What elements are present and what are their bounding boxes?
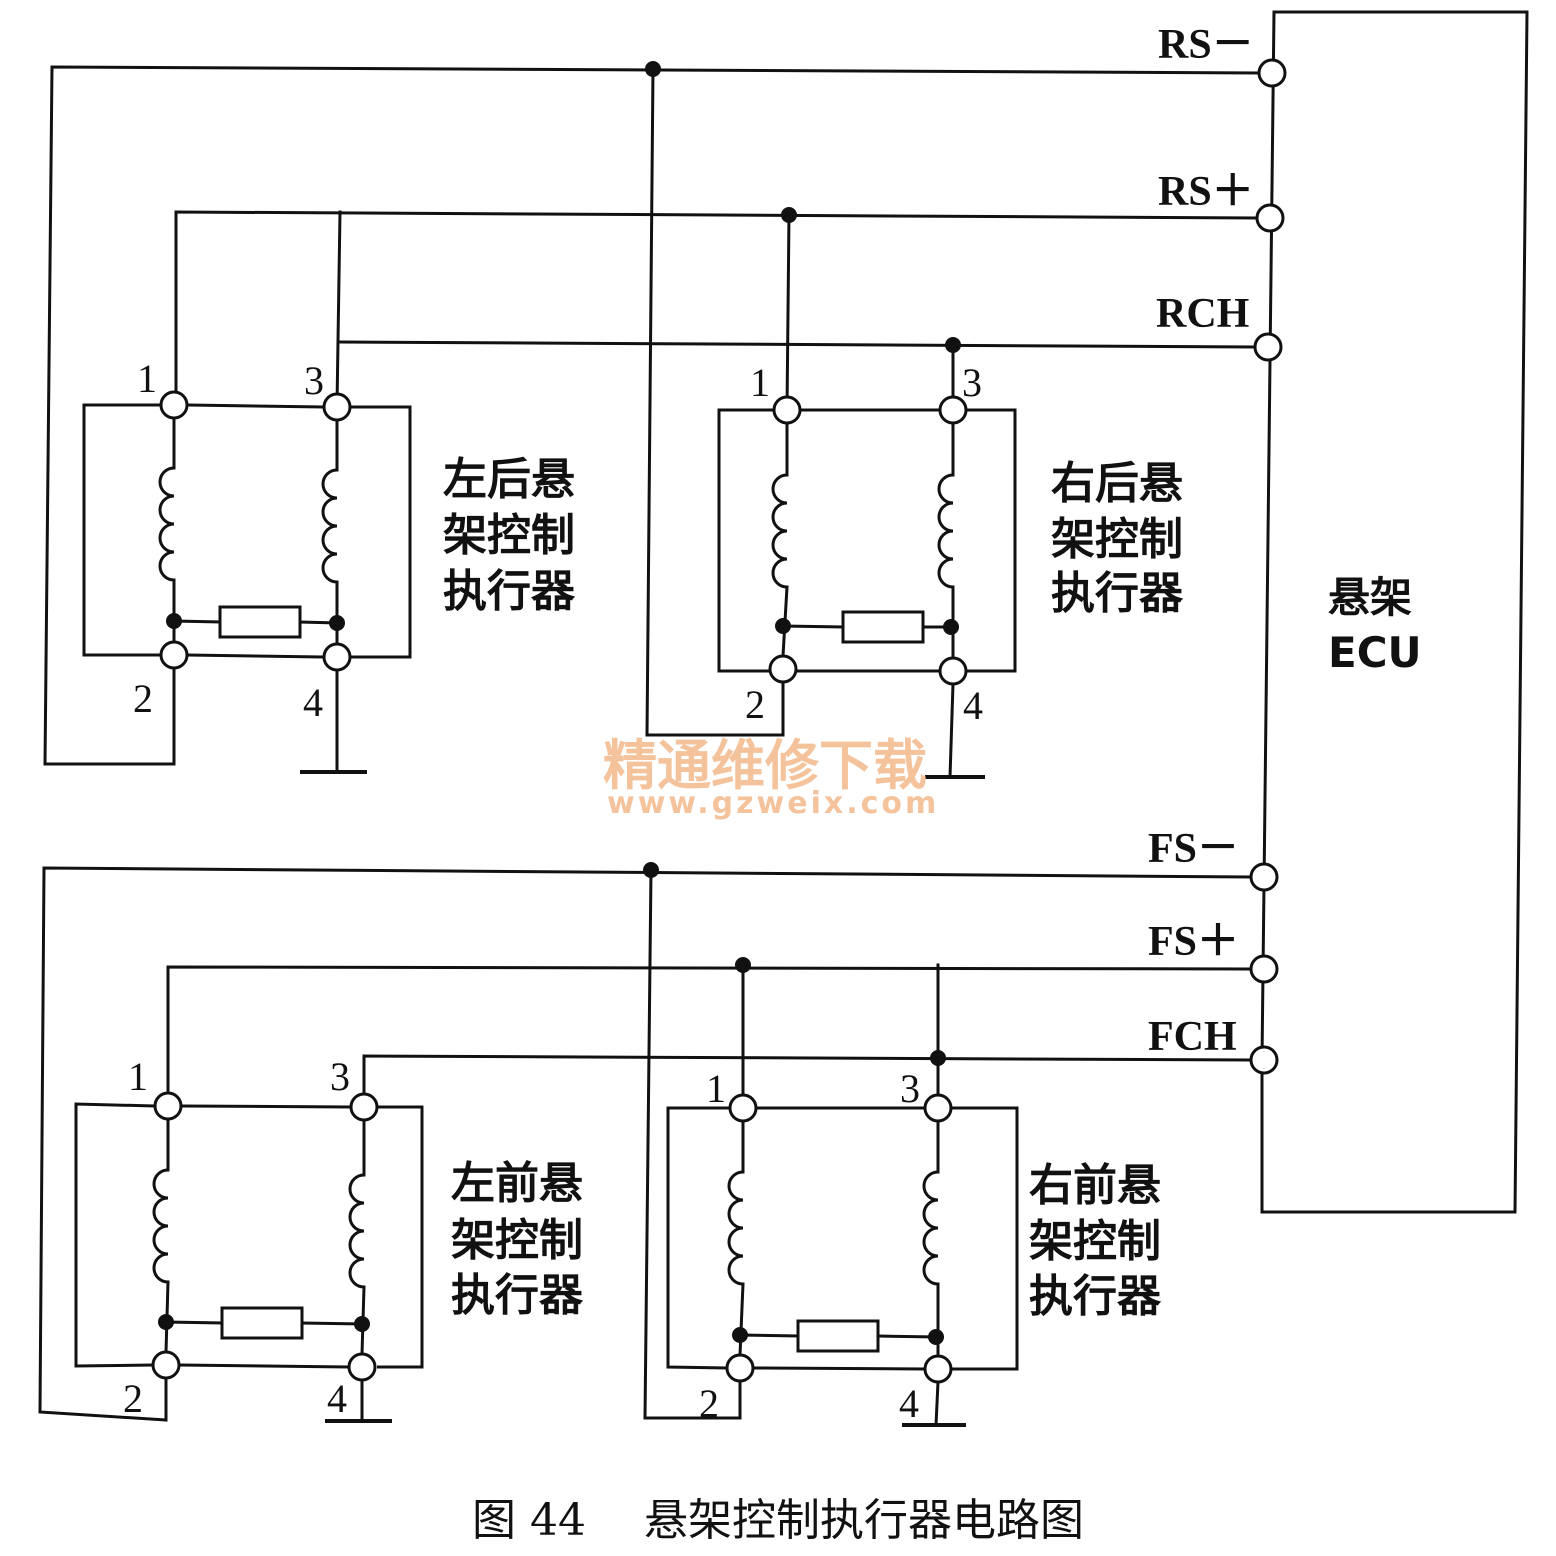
wire-rs-minus-drop <box>645 67 655 737</box>
wire-fs-minus-drop <box>643 868 653 1420</box>
actuator-name: 右前悬 <box>1029 1160 1161 1211</box>
wire-rs-minus-rr <box>645 667 785 737</box>
actuator-left-rear: 1 3 2 4 左后悬 架控制 执行器 <box>82 356 576 774</box>
junction-dot <box>945 337 961 353</box>
pin-4-terminal <box>938 656 968 686</box>
pin-label: 3 <box>304 358 324 403</box>
wire-rs-plus <box>174 210 1259 407</box>
ecu-box <box>1260 10 1529 1214</box>
wire-fch <box>362 1054 1253 1097</box>
pin-1-terminal <box>772 395 802 425</box>
junction-dot <box>781 207 797 223</box>
actuator-name: 左后悬 <box>443 454 575 505</box>
ecu-terminal-rs-minus <box>1257 58 1287 88</box>
pin-2-terminal <box>159 640 189 670</box>
wire-rs-minus <box>43 65 1261 766</box>
pin-3-terminal <box>322 392 352 422</box>
pin-label: 1 <box>137 356 157 401</box>
pin-4-terminal <box>347 1352 377 1382</box>
pin-1-terminal <box>728 1093 758 1123</box>
ecu-terminal-rch <box>1253 332 1283 362</box>
pin-label: 4 <box>327 1376 347 1421</box>
pin-label: 2 <box>123 1376 143 1421</box>
actuator-name: 左前悬 <box>451 1158 583 1209</box>
actuator-right-front: 1 3 2 4 右前悬 架控制 执行器 <box>666 1066 1162 1427</box>
pin-label: 3 <box>330 1054 350 1099</box>
wire-fs-minus <box>38 866 1253 1422</box>
pin-label: 1 <box>750 360 770 405</box>
actuator-name: 执行器 <box>1051 568 1184 619</box>
actuator-name: 执行器 <box>451 1270 584 1321</box>
junction-dot <box>643 862 659 878</box>
signal-label-rs-plus: RS＋ <box>1158 169 1254 215</box>
pin-label: 4 <box>303 680 323 725</box>
pin-label: 3 <box>900 1066 920 1111</box>
pin-3-terminal <box>938 395 968 425</box>
pin-3-terminal <box>349 1092 379 1122</box>
pin-4-terminal <box>322 642 352 672</box>
watermark-url: www.gzweix.com <box>607 786 939 821</box>
pin-label: 3 <box>962 360 982 405</box>
figure-caption: 图 44 悬架控制执行器电路图 <box>472 1495 1084 1546</box>
pin-label: 4 <box>899 1381 919 1426</box>
signal-label-fs-plus: FS＋ <box>1148 919 1239 965</box>
ecu-terminal-fs-minus <box>1249 862 1279 892</box>
pin-2-terminal <box>151 1350 181 1380</box>
pin-2-terminal <box>725 1353 755 1383</box>
junction-dot <box>645 61 661 77</box>
pin-4-terminal <box>923 1354 953 1384</box>
actuator-name: 架控制 <box>1051 514 1183 565</box>
signal-label-rch: RCH <box>1156 291 1249 337</box>
wire-rch-lr <box>335 210 342 408</box>
signal-label-fch: FCH <box>1148 1014 1237 1060</box>
junction-dot <box>930 1050 946 1066</box>
actuator-right-rear: 1 3 2 4 右后悬 架控制 执行器 <box>717 360 1184 779</box>
pin-label: 1 <box>706 1066 726 1111</box>
actuator-name: 右后悬 <box>1051 458 1183 509</box>
pin-label: 4 <box>963 683 983 728</box>
ecu-left-bus <box>1260 10 1276 1062</box>
pin-3-terminal <box>923 1093 953 1123</box>
pin-label: 2 <box>133 676 153 721</box>
actuator-name: 架控制 <box>443 510 575 561</box>
junction-dot <box>735 957 751 973</box>
actuator-left-front: 1 3 2 4 左前悬 架控制 执行器 <box>74 1054 584 1423</box>
ecu-label-sub: ECU <box>1328 628 1422 677</box>
pin-1-terminal <box>153 1091 183 1121</box>
pin-label: 1 <box>128 1054 148 1099</box>
ecu-label: 悬架 <box>1328 573 1412 622</box>
pin-2-terminal <box>768 654 798 684</box>
actuator-name: 执行器 <box>1029 1271 1162 1322</box>
pin-label: 2 <box>699 1381 719 1426</box>
pin-1-terminal <box>159 390 189 420</box>
actuator-name: 架控制 <box>1029 1216 1161 1267</box>
pin-label: 2 <box>745 682 765 727</box>
ecu-terminal-rs-plus <box>1255 203 1285 233</box>
wire-rch <box>339 340 1257 349</box>
watermark-text: 精通维修下载 <box>603 734 927 797</box>
signal-label-fs-minus: FS－ <box>1148 826 1239 872</box>
wire-rs-plus-rr <box>785 213 791 412</box>
actuator-name: 执行器 <box>443 566 576 617</box>
signal-label-rs-minus: RS－ <box>1158 22 1254 68</box>
actuator-name: 架控制 <box>451 1215 583 1266</box>
ecu-terminal-fs-plus <box>1249 954 1279 984</box>
wire-fs-plus <box>166 965 1253 1096</box>
ecu-terminal-fch <box>1249 1045 1279 1075</box>
wire-fs-minus-rf <box>643 1366 742 1420</box>
